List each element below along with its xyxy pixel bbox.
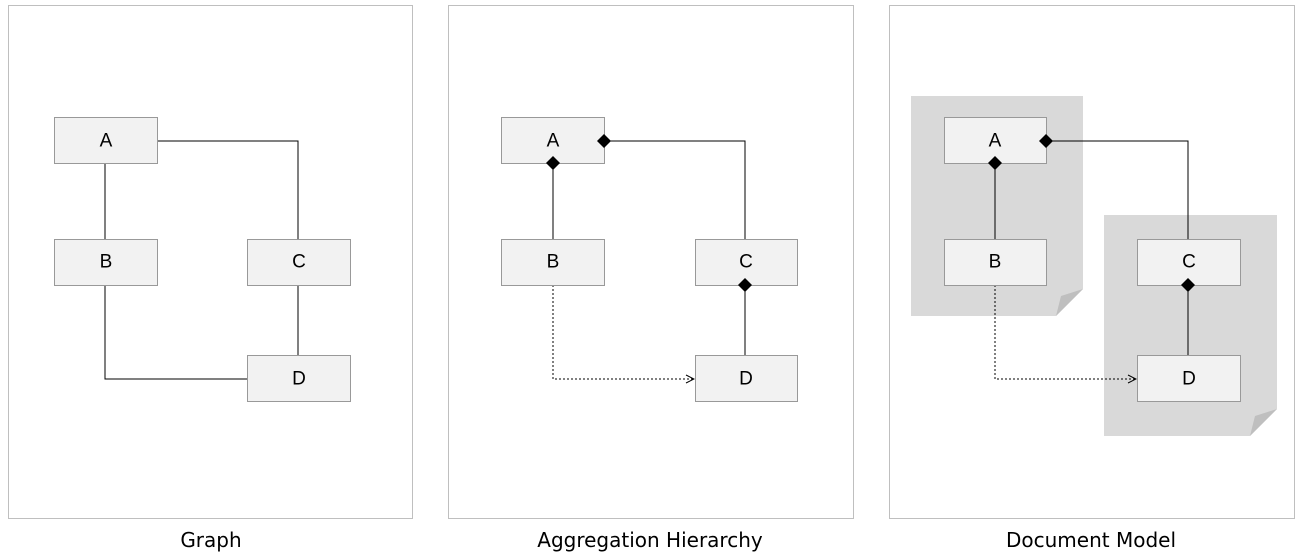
node-b: B bbox=[944, 239, 1047, 286]
panel-caption: Aggregation Hierarchy bbox=[537, 528, 763, 552]
node-label: B bbox=[989, 252, 1002, 273]
aggregation-diamond-icon bbox=[546, 156, 560, 170]
node-c: C bbox=[247, 239, 351, 286]
aggregation-diamond-icon bbox=[738, 278, 752, 292]
node-label: C bbox=[739, 252, 753, 273]
node-b: B bbox=[501, 239, 605, 286]
node-label: A bbox=[547, 131, 560, 152]
aggregation-diamond-icon bbox=[1039, 134, 1053, 148]
node-label: A bbox=[989, 131, 1002, 152]
aggregation-diamond-icon bbox=[988, 156, 1002, 170]
edge-a-c bbox=[604, 140, 746, 239]
node-a: A bbox=[944, 117, 1047, 164]
node-d: D bbox=[695, 355, 798, 402]
node-box bbox=[1137, 355, 1241, 402]
node-label: B bbox=[547, 252, 560, 273]
node-label: D bbox=[292, 369, 306, 390]
node-c: C bbox=[1137, 239, 1241, 286]
node-box bbox=[944, 239, 1047, 286]
node-d: D bbox=[1137, 355, 1241, 402]
node-label: A bbox=[100, 131, 113, 152]
aggregation-diamond-icon bbox=[1181, 278, 1195, 292]
node-b: B bbox=[54, 239, 158, 286]
node-box bbox=[501, 239, 605, 286]
panel-caption: Graph bbox=[180, 528, 241, 552]
edge-a-c bbox=[1046, 140, 1189, 239]
node-label: D bbox=[739, 369, 753, 390]
panel-caption: Document Model bbox=[1006, 528, 1176, 552]
node-label: D bbox=[1182, 369, 1196, 390]
aggregation-diamond-icon bbox=[597, 134, 611, 148]
node-box bbox=[54, 117, 158, 164]
node-label: B bbox=[100, 252, 113, 273]
node-c: C bbox=[695, 239, 798, 286]
panel-graph: A B C D Graph bbox=[8, 5, 413, 552]
edges bbox=[104, 140, 299, 380]
node-box bbox=[247, 239, 351, 286]
node-a: A bbox=[54, 117, 158, 164]
node-box bbox=[1137, 239, 1241, 286]
edge-b-d-reference bbox=[994, 285, 1136, 379]
node-box bbox=[54, 239, 158, 286]
node-box bbox=[695, 355, 798, 402]
node-label: C bbox=[1182, 252, 1196, 273]
panel-aggregation-hierarchy: A B C D Aggregation Hierarchy bbox=[448, 5, 854, 552]
node-label: C bbox=[292, 252, 306, 273]
node-box bbox=[695, 239, 798, 286]
node-d: D bbox=[247, 355, 351, 402]
edge-b-d-reference bbox=[552, 285, 694, 379]
edge-b-d bbox=[104, 285, 247, 380]
node-box bbox=[944, 117, 1047, 164]
edges bbox=[552, 140, 746, 379]
edge-a-c bbox=[157, 140, 299, 239]
edges bbox=[994, 140, 1189, 379]
node-box bbox=[247, 355, 351, 402]
panel-document-model: A B C D Document Model bbox=[889, 5, 1295, 552]
